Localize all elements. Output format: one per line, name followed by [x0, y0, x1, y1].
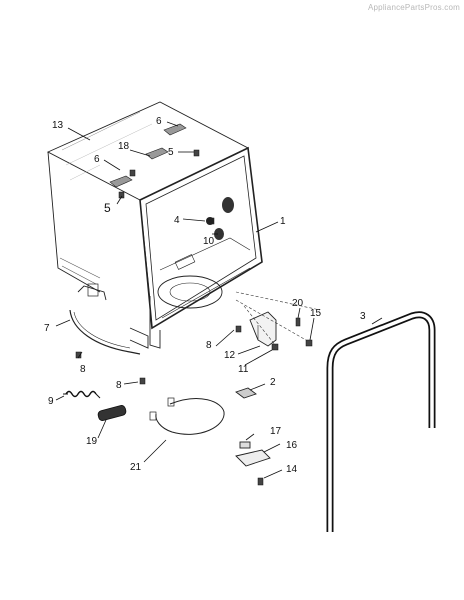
screws — [75, 149, 313, 486]
callout-18: 18 — [118, 141, 130, 152]
callout-8: 8 — [206, 340, 212, 351]
callout-labels: 13 6 18 5 6 5 4 10 1 3 20 15 7 8 12 8 11… — [44, 116, 366, 475]
clip-part-2 — [235, 387, 257, 399]
callout-5: 5 — [104, 201, 111, 215]
fill-valve-parts — [206, 197, 234, 240]
door-spring — [63, 390, 101, 399]
callout-14: 14 — [286, 464, 298, 475]
callout-3: 3 — [360, 311, 366, 322]
callout-2: 2 — [270, 377, 276, 388]
callout-13: 13 — [52, 120, 64, 131]
callout-15: 15 — [310, 308, 322, 319]
watermark: AppliancePartsPros.com — [368, 3, 460, 12]
callout-17: 17 — [270, 426, 282, 437]
hinge-bracket-left — [69, 283, 149, 355]
tub-outer-shell — [46, 101, 250, 301]
callout-10: 10 — [203, 236, 215, 247]
callout-16: 16 — [286, 440, 298, 451]
callout-19: 19 — [86, 436, 98, 447]
callout-7: 7 — [44, 323, 50, 334]
callout-12: 12 — [224, 350, 236, 361]
leader-lines — [55, 121, 383, 479]
callout-4: 4 — [174, 215, 180, 226]
heater-wire-harness — [149, 397, 225, 435]
thermostat-bracket — [235, 441, 271, 467]
bracket-part-12 — [249, 311, 277, 347]
callout-21: 21 — [130, 462, 142, 473]
assembly-lines — [235, 291, 321, 347]
callout-8: 8 — [116, 380, 122, 391]
callout-9: 9 — [48, 396, 54, 407]
hinge-cover-cap — [97, 405, 127, 421]
tub-front-frame — [139, 146, 263, 349]
tub-top-plates — [109, 123, 187, 188]
door-gasket — [326, 311, 436, 532]
callout-11: 11 — [238, 364, 249, 375]
callout-6: 6 — [94, 154, 100, 165]
callout-6: 6 — [156, 116, 162, 127]
callout-1: 1 — [280, 216, 286, 227]
callout-20: 20 — [292, 298, 304, 309]
callout-8: 8 — [80, 364, 86, 375]
callout-5: 5 — [168, 147, 174, 158]
